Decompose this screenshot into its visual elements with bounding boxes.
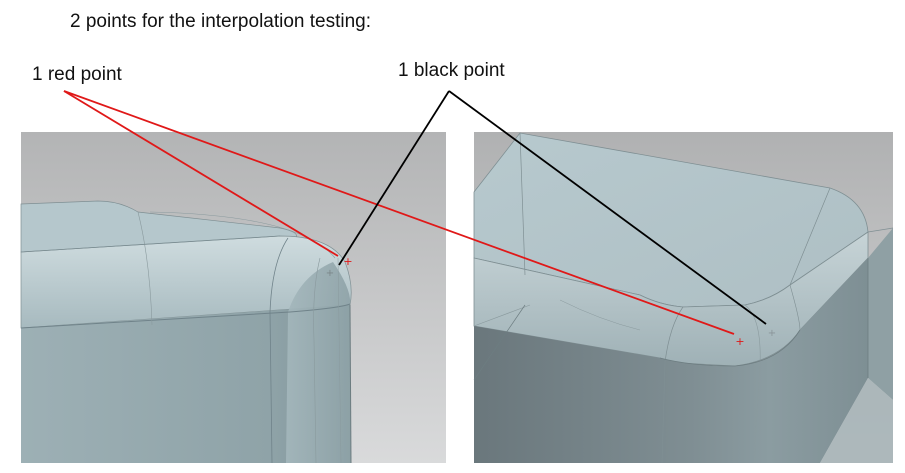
right-red-point-marker: + bbox=[735, 335, 744, 348]
right-front-face bbox=[474, 258, 868, 463]
left-red-point-marker: + bbox=[343, 255, 352, 268]
red-leader-to-left-point bbox=[63, 90, 339, 257]
black-leader-lines bbox=[338, 90, 767, 325]
left-corner-surface bbox=[286, 262, 351, 463]
page-title: 2 points for the interpolation testing: bbox=[70, 11, 372, 32]
red-leader-lines bbox=[63, 90, 735, 335]
red-point-label: 1 red point bbox=[32, 64, 122, 85]
left-front-face bbox=[21, 305, 351, 463]
black-point-label: 1 black point bbox=[398, 60, 505, 81]
left-view-panel bbox=[20, 132, 446, 464]
right-side-face bbox=[868, 228, 893, 400]
black-leader-to-right-point bbox=[448, 90, 767, 325]
right-view-panel bbox=[473, 132, 894, 464]
black-leader-to-left-point bbox=[338, 90, 450, 266]
red-leader-to-right-point bbox=[63, 90, 735, 335]
left-black-point-marker: + bbox=[326, 268, 334, 279]
left-fillet-band bbox=[20, 235, 352, 329]
right-black-point-marker: + bbox=[768, 328, 776, 339]
